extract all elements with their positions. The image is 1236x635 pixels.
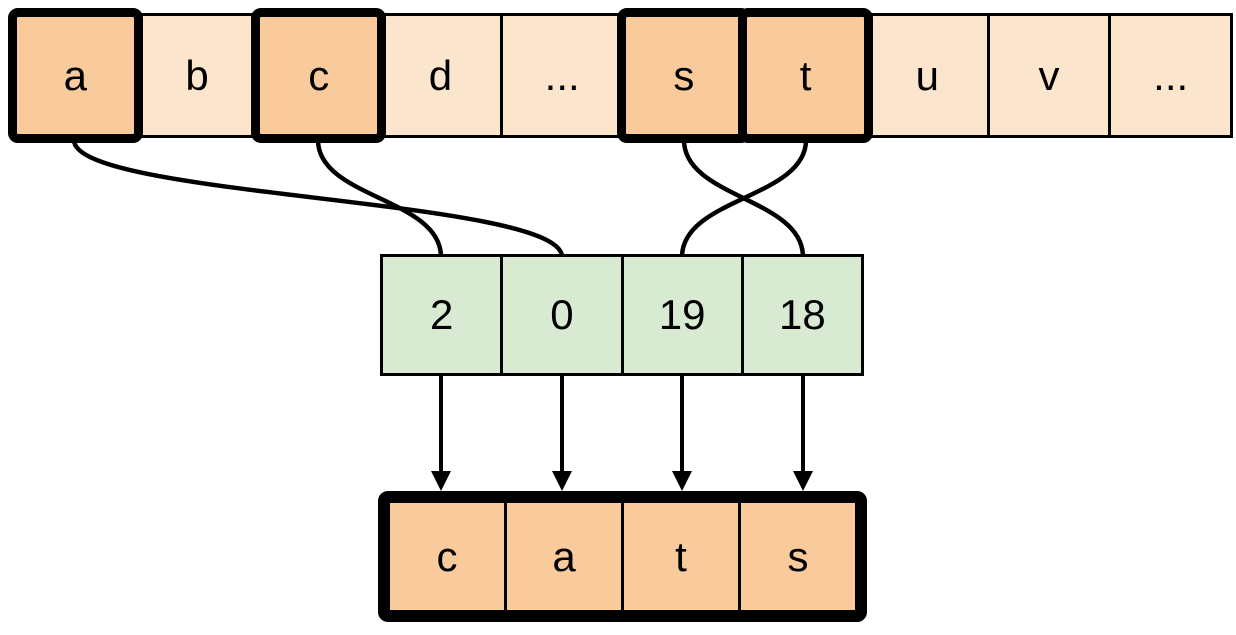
alphabet-cell-c: c (251, 8, 386, 143)
alphabet-cell-s: s (616, 8, 751, 143)
alphabet-cell-b: b (134, 13, 260, 138)
index-array: 2 0 19 18 (380, 254, 864, 376)
arrow-down-2-to-c (431, 376, 451, 491)
index-cell-18: 18 (740, 254, 864, 376)
alphabet-cell-v: v (986, 13, 1112, 138)
alphabet-cell-u: u (864, 13, 990, 138)
arrowhead-icon (793, 471, 813, 491)
output-array: c a t s (378, 491, 867, 622)
arrowhead-icon (672, 471, 692, 491)
alphabet-cell-ellipsis-1: ... (499, 13, 625, 138)
alphabet-cell-t: t (738, 8, 873, 143)
output-cell-a: a (504, 500, 624, 613)
arrowhead-icon (552, 471, 572, 491)
output-cell-t: t (621, 500, 741, 613)
alphabet-array: a b c d ... s t u v ... (8, 8, 1234, 143)
connector-s-to-18 (681, 139, 806, 258)
connector-c-to-2 (315, 139, 444, 258)
output-cell-c: c (387, 500, 507, 613)
index-cell-2: 2 (380, 254, 504, 376)
arrow-down-18-to-s (793, 376, 813, 491)
connector-a-to-0 (71, 139, 565, 258)
connector-t-to-19 (679, 139, 809, 258)
alphabet-cell-ellipsis-2: ... (1108, 13, 1234, 138)
alphabet-cell-a: a (8, 8, 143, 143)
alphabet-cell-d: d (378, 13, 503, 138)
arrow-down-19-to-t (672, 376, 692, 491)
index-cell-19: 19 (620, 254, 744, 376)
arrow-down-0-to-a (552, 376, 572, 491)
output-cell-s: s (738, 500, 858, 613)
index-cell-0: 0 (500, 254, 624, 376)
arrowhead-icon (431, 471, 451, 491)
